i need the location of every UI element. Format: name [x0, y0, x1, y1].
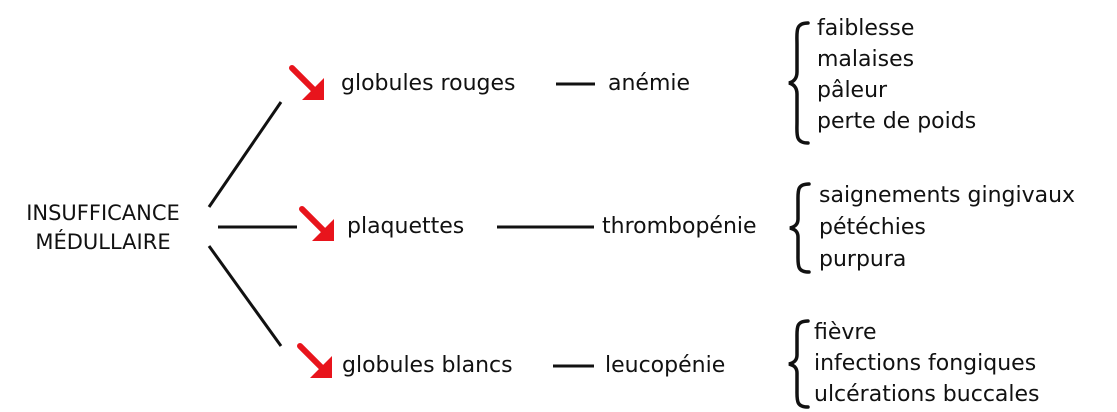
connector-root-to-white-cells — [207, 245, 283, 347]
symptom-item: purpura — [819, 247, 907, 272]
curly-brace-icon — [788, 319, 810, 409]
curly-brace-icon — [789, 182, 811, 274]
symptom-item: infections fongiques — [814, 351, 1037, 376]
connector-root-to-red-cells — [207, 101, 283, 208]
curly-brace-icon — [788, 21, 810, 145]
symptom-item: saignements gingivaux — [819, 183, 1076, 208]
symptom-item: perte de poids — [817, 109, 977, 134]
symptom-item: malaises — [817, 47, 915, 72]
symptom-item: pâleur — [817, 78, 888, 103]
symptom-item: ulcérations buccales — [814, 382, 1040, 407]
cell-label-platelets: plaquettes — [347, 214, 465, 239]
root-label-line2: MÉDULLAIRE — [35, 230, 171, 254]
cell-label-red-cells: globules rouges — [341, 71, 516, 96]
condition-label-thrombopenia: thrombopénie — [602, 214, 757, 239]
symptom-item: fièvre — [814, 320, 877, 345]
red-down-right-arrow-icon — [297, 343, 332, 378]
symptom-item: faiblesse — [817, 16, 915, 41]
cell-label-white-cells: globules blancs — [342, 353, 513, 378]
condition-label-leucopenia: leucopénie — [605, 353, 726, 378]
red-down-right-arrow-icon — [289, 65, 324, 100]
condition-label-anemia: anémie — [608, 71, 691, 96]
root-label-line1: INSUFFICANCE — [26, 201, 180, 225]
symptom-item: pétéchies — [819, 215, 926, 240]
red-down-right-arrow-icon — [299, 206, 334, 241]
